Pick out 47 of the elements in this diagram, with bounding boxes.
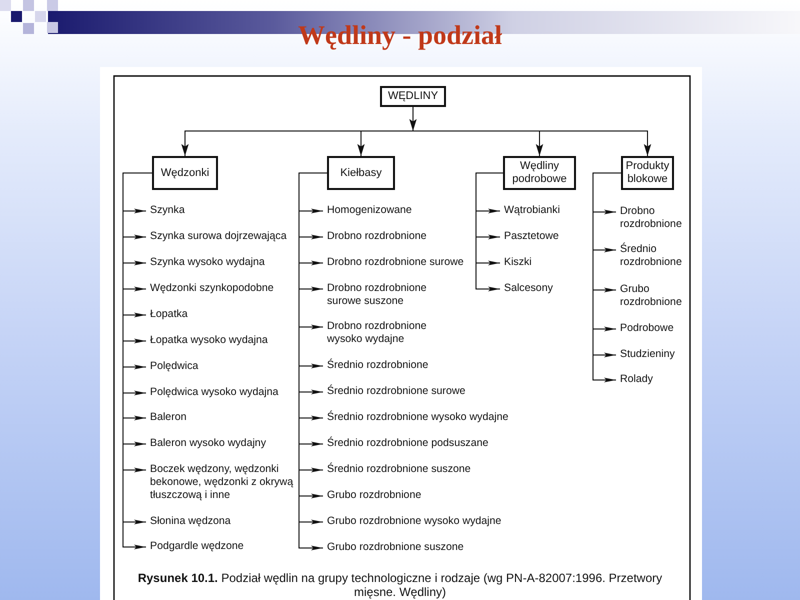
item-label: Pasztetowe [504,230,559,243]
item-label: Łopatka [150,308,188,321]
item-label: Szynka surowa dojrzewająca [150,230,287,243]
item-label: Drobno rozdrobnione surowe [327,256,464,269]
item-label: Szynka wysoko wydajna [150,256,265,269]
item-label: Boczek wędzony, wędzonki bekonowe, wędzonki z okrywą tłuszczową i inne [150,463,295,502]
arrow [409,107,417,131]
item-label: Grubo rozdrobnione suszone [327,541,464,554]
item-label: Grubo rozdrobnione [327,489,422,502]
item-label: Baleron [150,411,187,424]
item-label: Średnio rozdrobnione wysoko wydajne [327,411,508,424]
item-label: Kiszki [504,256,532,269]
item-label: Grubo rozdrobnione wysoko wydajne [327,515,502,528]
item-label: Średnio rozdrobnione [327,359,428,372]
item-label: Średnio rozdrobnione podsuszane [327,437,488,450]
item-label: Szynka [150,204,185,217]
slide-title: Wędliny - podział [298,20,502,50]
arrow [413,130,652,156]
item-label: Rolady [620,373,653,386]
item-label: Średnio rozdrobnione surowe [327,385,466,398]
category-box: Wędzonki [152,156,218,190]
figure-caption: Rysunek 10.1. Podział wędlin na grupy technologiczne i rodzaje (wg PN-A-82007:1996. Przetwory mięsne. Wędliny) [136,571,664,599]
item-label: Podrobowe [620,322,674,335]
item-label: Łopatka wysoko wydajna [150,334,268,347]
item-label: Drobno rozdrobnione wysoko wydajne [327,320,437,346]
item-label: Studzieniny [620,348,675,361]
item-label: Drobno rozdrobnione surowe suszone [327,282,437,308]
item-label: Polędwica wysoko wydajna [150,386,278,399]
category-box: Produkty blokowe [621,156,674,190]
item-label: Drobno rozdrobnione [327,230,427,243]
item-label: Średnio rozdrobnione [620,243,692,269]
arrow [475,172,503,292]
category-box: Wędliny podrobowe [503,156,576,190]
item-label: Polędwica [150,360,198,373]
item-label: Wątrobianki [504,204,560,217]
item-label: Średnio rozdrobnione suszone [327,463,471,476]
item-label: Wędzonki szynkopodobne [150,282,274,295]
item-label: Salcesony [504,282,553,295]
item-label: Słonina wędzona [150,515,231,528]
item-label: Podgardle wędzone [150,540,244,553]
item-label: Grubo rozdrobnione [620,283,692,309]
item-label: Homogenizowane [327,204,412,217]
item-label: Baleron wysoko wydajny [150,437,266,450]
arrow [357,130,413,156]
item-label: Drobno rozdrobnione [620,205,692,231]
category-box: Kiełbasy [327,156,395,190]
root-box: WĘDLINY [380,86,446,107]
